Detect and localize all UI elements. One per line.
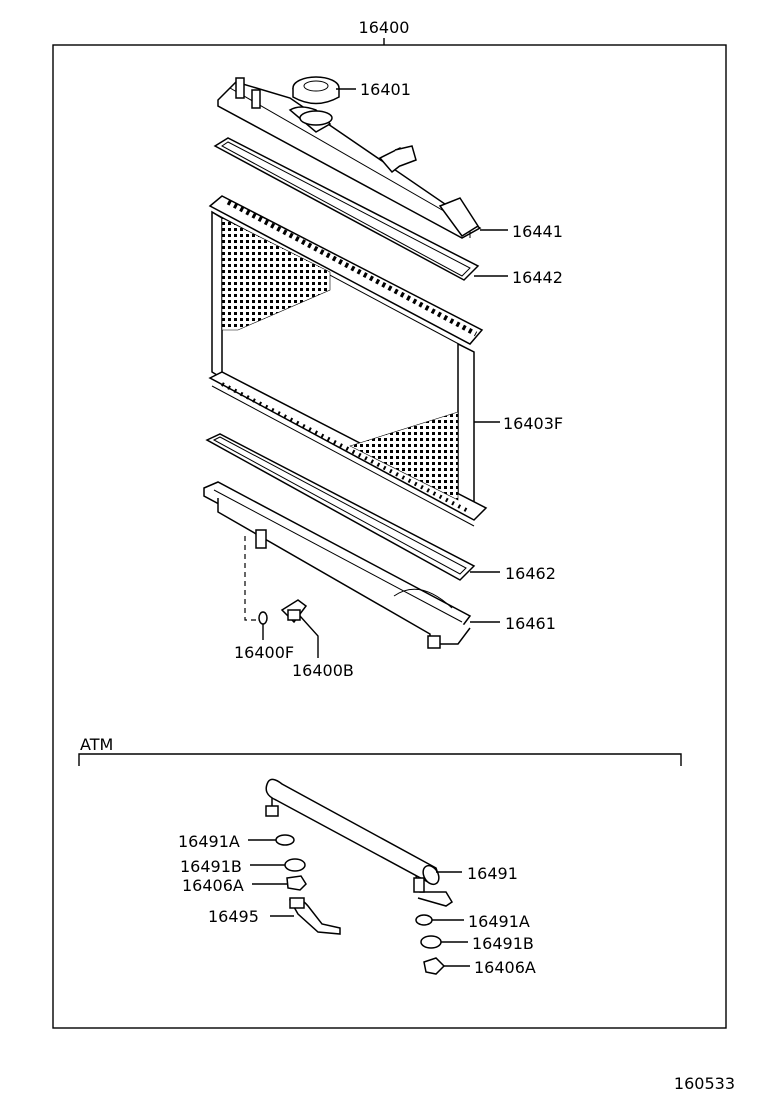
- label-drawing-number: 160533: [674, 1074, 735, 1093]
- right-nut: [423, 957, 446, 975]
- label-upper-tank: 16441: [512, 222, 563, 241]
- right-washer-b: [420, 935, 442, 949]
- label-right-washer-b: 16491B: [472, 934, 534, 953]
- label-cap: 16401: [360, 80, 411, 99]
- oil-cooler-pipe: [265, 778, 454, 907]
- label-left-hose: 16495: [208, 907, 259, 926]
- upper-gasket: [213, 137, 480, 281]
- left-washer-b: [284, 858, 306, 872]
- left-washer-a: [275, 834, 295, 846]
- left-hose: [288, 897, 341, 935]
- label-drain-cock: 16400B: [292, 661, 354, 680]
- label-cooler-pipe: 16491: [467, 864, 518, 883]
- drain-dashed-line: [244, 536, 258, 621]
- label-left-washer-a: 16491A: [178, 832, 240, 851]
- lower-tank: [203, 481, 472, 649]
- right-washer-a: [415, 914, 433, 926]
- assembly-frame: [52, 44, 727, 1029]
- drain-o-ring: [258, 611, 268, 625]
- label-upper-gasket: 16442: [512, 268, 563, 287]
- label-atm: ATM: [80, 735, 113, 754]
- atm-bracket: [78, 753, 682, 766]
- left-nut: [286, 875, 307, 891]
- label-assembly: 16400: [359, 18, 410, 37]
- label-lower-tank: 16461: [505, 614, 556, 633]
- label-right-nut: 16406A: [474, 958, 536, 977]
- radiator-core: [208, 195, 488, 527]
- label-right-washer-a: 16491A: [468, 912, 530, 931]
- lower-gasket: [205, 433, 476, 581]
- label-lower-gasket: 16462: [505, 564, 556, 583]
- upper-tank: [217, 77, 482, 239]
- label-left-washer-b: 16491B: [180, 857, 242, 876]
- label-drain-oring: 16400F: [234, 643, 294, 662]
- drain-cock: [280, 599, 308, 624]
- radiator-cap: [292, 76, 340, 105]
- label-core: 16403F: [503, 414, 563, 433]
- label-left-nut: 16406A: [182, 876, 244, 895]
- leader-16400B: [299, 615, 319, 658]
